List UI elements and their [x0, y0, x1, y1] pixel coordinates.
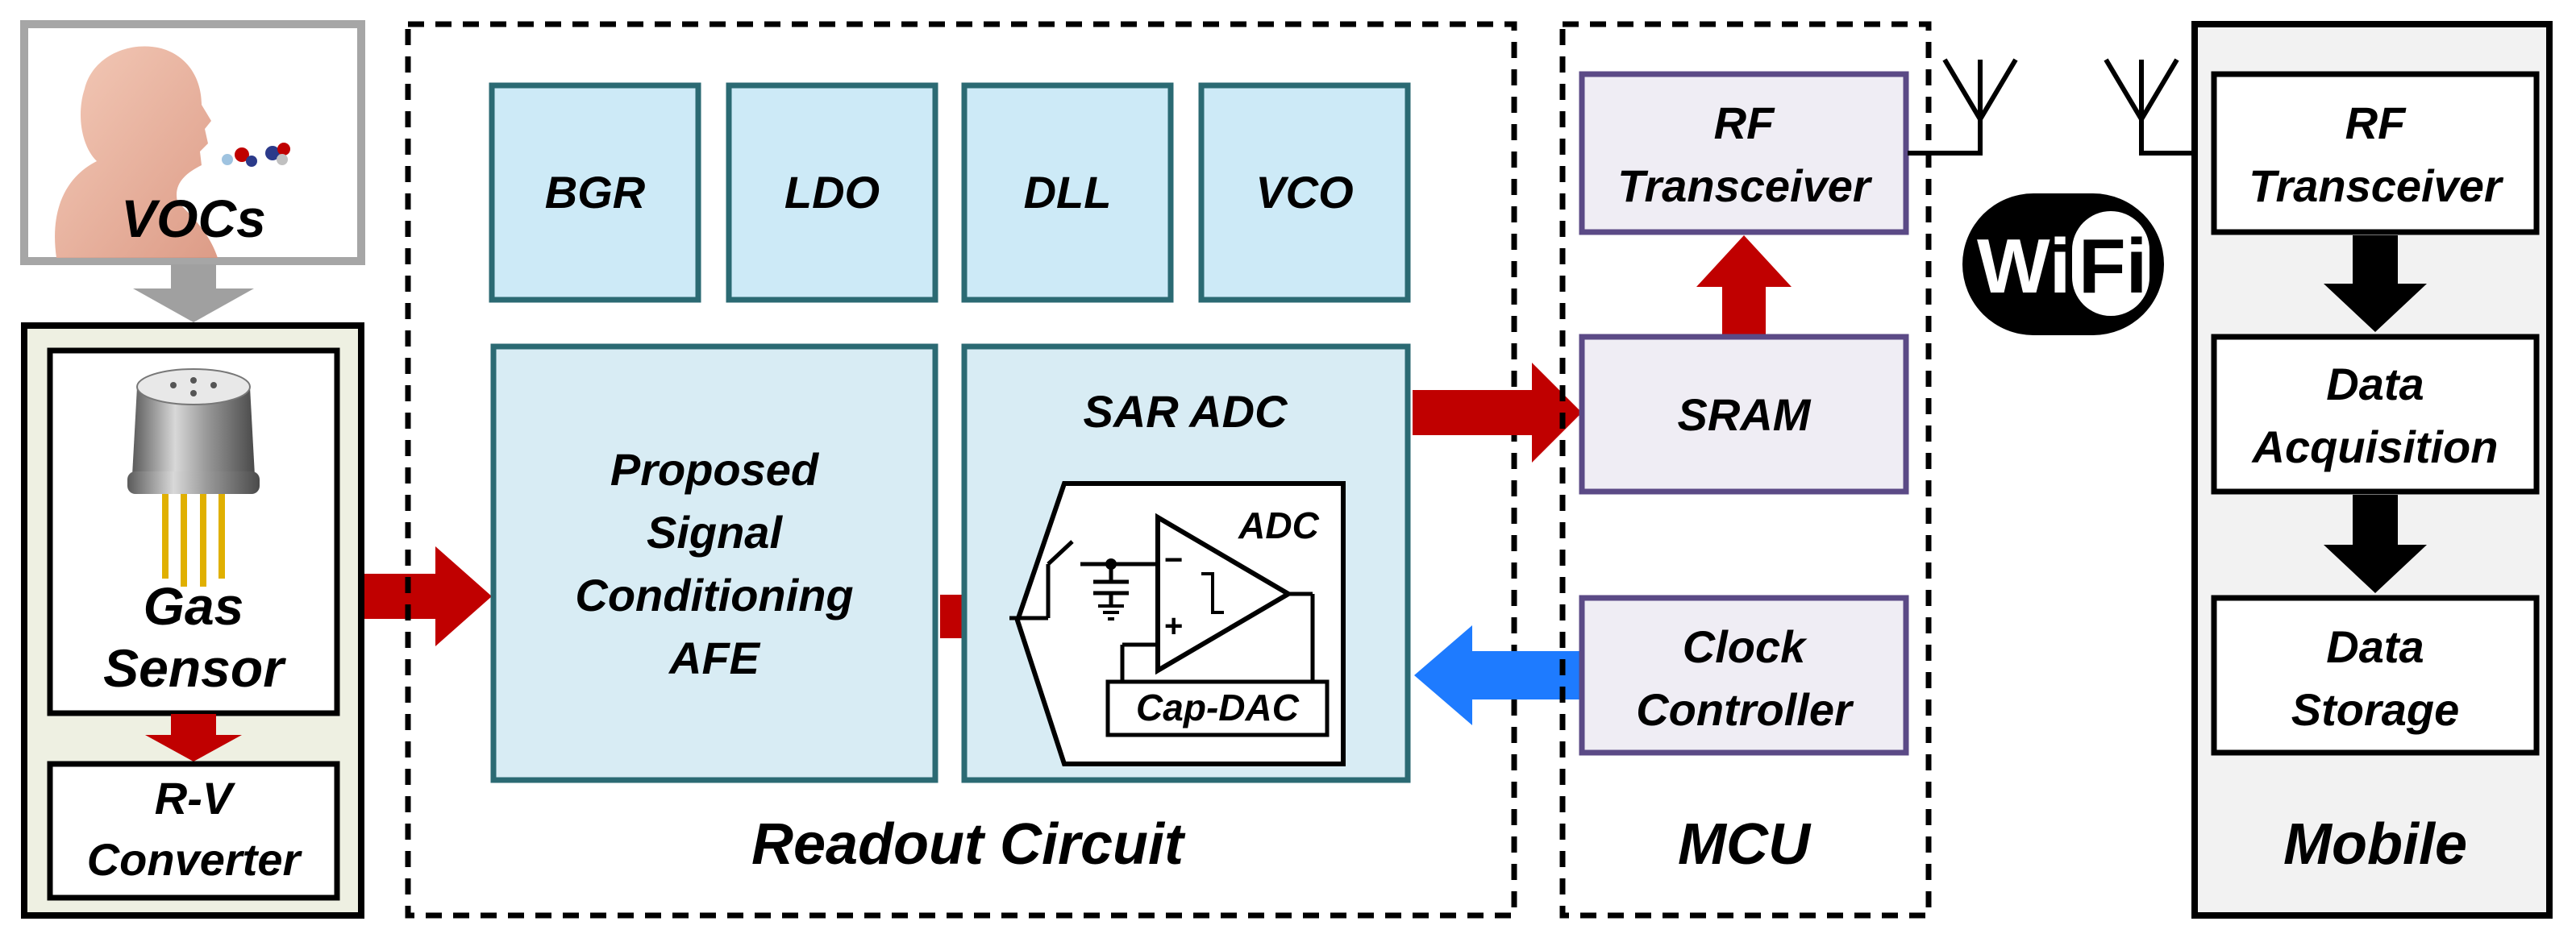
adc-schematic-icon: − +: [1009, 481, 1346, 766]
vco-block: VCO: [1255, 167, 1353, 218]
sensor-to-rv-arrow: [145, 714, 242, 762]
mcu-antenna-icon: [1908, 58, 2018, 156]
gas-sensor-label-line1: Gas: [144, 576, 244, 636]
vocs-panel: VOCs: [20, 20, 365, 265]
svg-text:+: +: [1164, 608, 1183, 644]
clock-label-line1: Clock: [1683, 621, 1808, 672]
afe-label-line4: AFE: [668, 633, 761, 683]
dll-block: DLL: [1024, 167, 1112, 218]
voc-to-sensor-arrow: [133, 264, 254, 322]
svg-text:−: −: [1164, 542, 1183, 578]
voc-molecules-icon: [222, 143, 290, 167]
mobile-title: Mobile: [2283, 812, 2467, 877]
adc-label: ADC: [1238, 504, 1319, 546]
mcu-section: RF Transceiver SRAM Clock Controller MCU: [1559, 21, 1932, 919]
sar-adc-label: SAR ADC: [1083, 386, 1288, 437]
cap-dac-label: Cap-DAC: [1136, 687, 1300, 728]
wifi-logo-part2: Fi: [2079, 223, 2147, 309]
sensor-panel: Gas Sensor R-V Converter: [21, 322, 364, 919]
readout-circuit-section: BGR LDO DLL VCO Proposed Signal Conditio…: [405, 21, 1517, 919]
clock-to-adc-arrow: [1414, 625, 1582, 725]
human-head-illustration: [55, 46, 218, 258]
bgr-block: BGR: [545, 167, 646, 218]
readout-circuit-title: Readout Circuit: [751, 812, 1186, 877]
mobile-rf-label-line2: Transceiver: [2249, 160, 2504, 211]
wifi-logo-part1: Wi: [1977, 223, 2070, 309]
vocs-label: VOCs: [121, 189, 266, 248]
mobile-section: RF Transceiver Data Acquisition Data Sto…: [2191, 21, 2553, 919]
rv-converter-label-line2: Converter: [87, 834, 303, 885]
gas-sensor-label-line2: Sensor: [103, 638, 286, 698]
ldo-block: LDO: [784, 167, 880, 218]
acquisition-label-line1: Data: [2326, 359, 2424, 409]
mobile-rf-label-line1: RF: [2345, 98, 2407, 148]
sram-to-rf-arrow: [1696, 235, 1792, 335]
adc-to-sram-arrow: [1413, 363, 1582, 463]
wifi-logo-icon: Wi Fi: [1962, 193, 2164, 335]
rv-converter-label-line1: R-V: [155, 773, 236, 824]
rf-to-acquisition-arrow: [2324, 235, 2427, 332]
mobile-antenna-icon: [2104, 58, 2212, 156]
afe-label-line3: Conditioning: [575, 570, 853, 620]
storage-label-line1: Data: [2326, 621, 2424, 672]
storage-label-line2: Storage: [2291, 684, 2460, 735]
mcu-rf-label-line2: Transceiver: [1617, 160, 1873, 211]
clock-label-line2: Controller: [1636, 684, 1854, 735]
gas-sensor-icon: [127, 368, 260, 587]
sensor-to-afe-arrow: [364, 546, 492, 646]
acquisition-label-line2: Acquisition: [2251, 421, 2499, 472]
afe-label-line1: Proposed: [610, 444, 820, 495]
afe-label-line2: Signal: [647, 507, 783, 558]
mcu-rf-label-line1: RF: [1714, 98, 1775, 148]
sram-block: SRAM: [1678, 389, 1812, 440]
acquisition-to-storage-arrow: [2324, 495, 2427, 593]
mcu-title: MCU: [1678, 812, 1812, 877]
